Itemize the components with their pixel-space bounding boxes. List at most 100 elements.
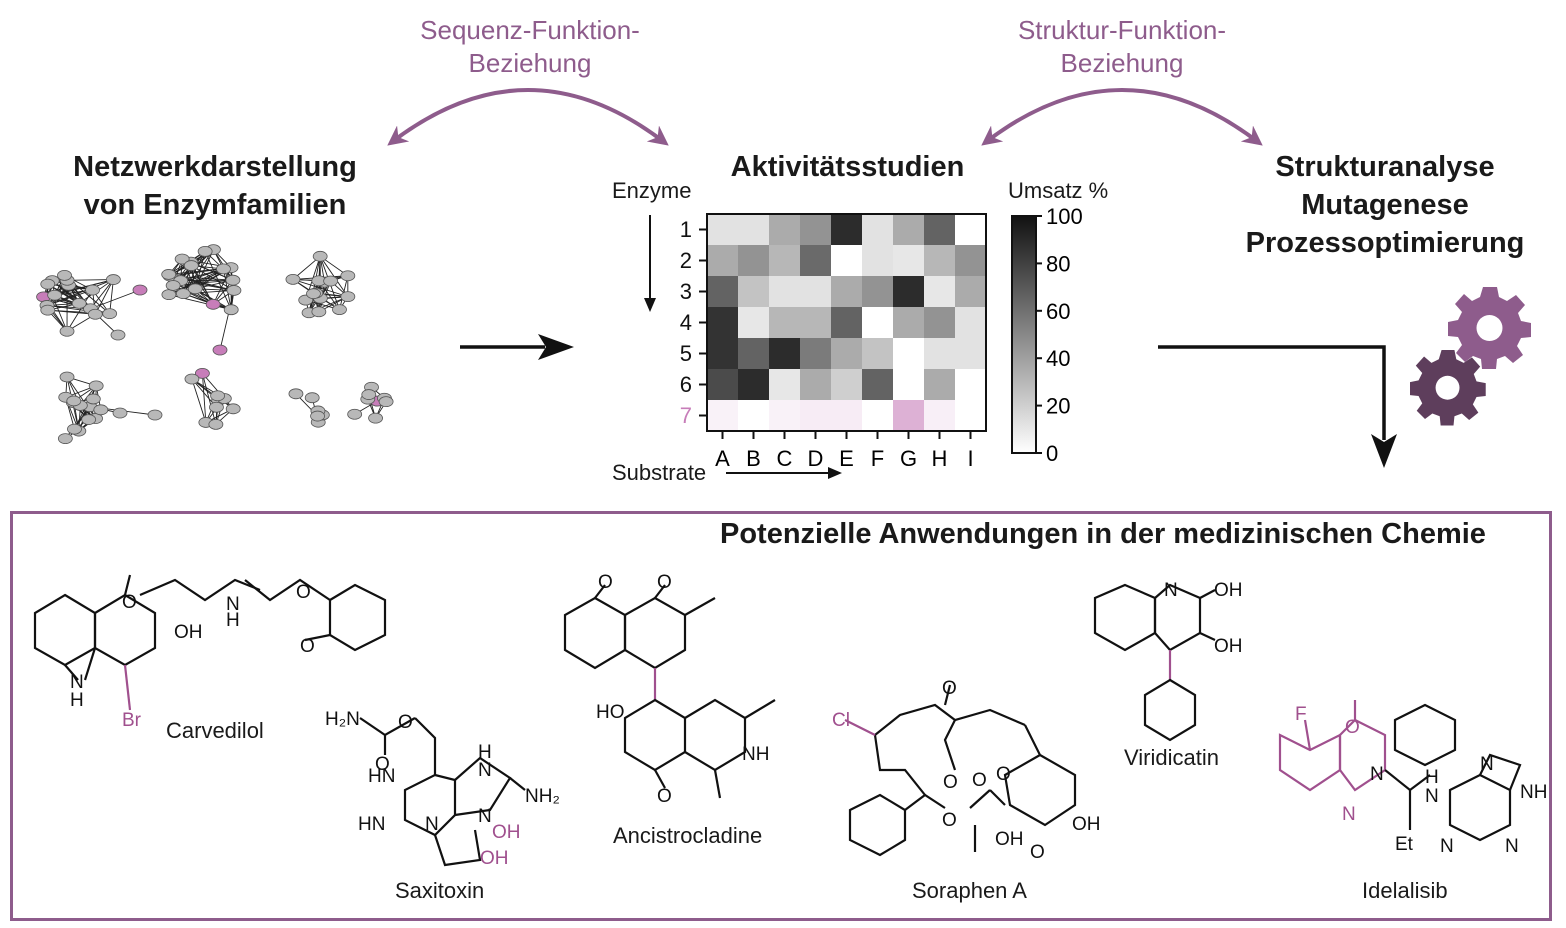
network-edge [90,289,141,310]
structure-function-line2: Beziehung [1060,48,1184,78]
heatmap-cell [707,245,738,276]
heatmap-cell [738,400,769,431]
heatmap-cell [769,307,800,338]
flow-arrows [387,88,1397,479]
network-node [47,289,63,301]
sequence-function-line2: Beziehung [468,48,592,78]
heatmap-cell [862,245,893,276]
atom-o-sor5: O [996,764,1011,785]
saxitoxin-structure: H₂N O O HN HN N H N N NH₂ OH OH [325,709,560,869]
atom-n-sax2: N [478,760,492,781]
heatmap-cell [893,276,924,307]
network-node [209,401,224,413]
atom-nh-anc: NH [742,744,769,765]
heatmap-cell [738,338,769,369]
heatmap-cell [893,307,924,338]
network-node [59,371,75,383]
network-node [57,433,73,445]
analysis-title-line1: Strukturanalyse [1275,151,1495,183]
atom-n-ide5: N [1440,836,1454,857]
atom-n-sax3: N [478,806,492,827]
atom-n: N [226,594,240,615]
heatmap-cell [924,245,955,276]
network-node [210,390,226,402]
viridicatin-structure: N OH OH [1093,580,1243,742]
network-node [81,414,97,425]
heatmap-cell [707,307,738,338]
heatmap-row-label: 4 [680,310,692,335]
network-node [175,288,191,300]
atom-n-vir: N [1164,580,1178,601]
atom-oh-vir2: OH [1214,636,1243,657]
atom-o-sor6: O [1030,842,1045,863]
network-node [288,388,304,400]
molecule-structures: O OH N H O O N H Br H₂N O O HN HN N H N … [33,572,1547,869]
atom-f-ide: F [1295,704,1307,725]
atom-h2n: H₂N [325,709,360,730]
heatmap-cell [831,276,862,307]
heatmap-cell [831,338,862,369]
heatmap-column-label: B [746,446,761,470]
heatmap-cell [831,400,862,431]
gears-icon [1410,287,1531,426]
network-node [194,367,210,379]
heatmap-cell [924,214,955,245]
heatmap-cell [707,276,738,307]
atom-o: O [122,592,137,613]
colorbar [1011,215,1037,454]
network-node [197,245,213,257]
network-node [161,289,177,301]
applications-title: Potenzielle Anwendungen in der medizinis… [720,518,1486,550]
atom-hn-2: HN [358,814,385,835]
atom-hn: HN [368,766,395,787]
network-node [67,423,82,435]
heatmap-cell [707,214,738,245]
network-node [85,393,101,405]
applications-panel [10,511,1552,921]
network-node [304,392,320,404]
network-edge [194,251,206,289]
heatmap-row-label: 7 [680,403,692,428]
sequence-function-label: Sequenz-Funktion- Beziehung [380,14,680,80]
heatmap-cell [707,400,738,431]
network-title-line1: Netzwerkdarstellung [73,151,357,183]
atom-n-ide6: N [1505,836,1519,857]
network-node [102,308,118,320]
heatmap-column-label: G [900,446,917,470]
structure-function-label: Struktur-Funktion- Beziehung [972,14,1272,80]
atom-n-ide: N [1342,804,1356,825]
atom-nh-ide: NH [1520,782,1547,803]
soraphen-structure: Cl O O O O O OH OH O [832,678,1101,863]
heatmap-cell [769,276,800,307]
network-node [187,283,203,295]
network-node [225,274,241,286]
heatmap-cell [862,214,893,245]
network-node [66,395,82,407]
network-edge [191,378,207,423]
atom-oh-vir: OH [1214,580,1243,601]
network-node [71,298,87,309]
network-node [226,285,242,296]
atom-o-sax2: O [375,754,390,775]
analysis-title-line3: Prozessoptimierung [1245,227,1525,259]
idelalisib-structure: F O N N H N Et N NH N N [1278,700,1547,857]
colorbar-tick-label: 0 [1046,441,1058,466]
heatmap-cell [955,214,986,245]
heatmap-cell [924,276,955,307]
enzyme-network-graph [36,244,394,445]
atom-oh-sor: OH [995,829,1024,850]
atom-n-ide3: N [1425,786,1439,807]
analysis-title-line2: Mutagenese [1301,189,1469,221]
network-node [132,284,148,296]
atom-h-sax: H [478,742,492,763]
heatmap-cell [955,245,986,276]
network-node [340,270,356,282]
molecule-name-saxitoxin: Saxitoxin [395,878,485,903]
network-node [110,329,126,341]
heatmap-cell [800,245,831,276]
heatmap-cell [893,214,924,245]
network-node [88,380,104,392]
network-node [40,278,56,290]
network-node [306,288,321,300]
heatmap-cell [893,400,924,431]
